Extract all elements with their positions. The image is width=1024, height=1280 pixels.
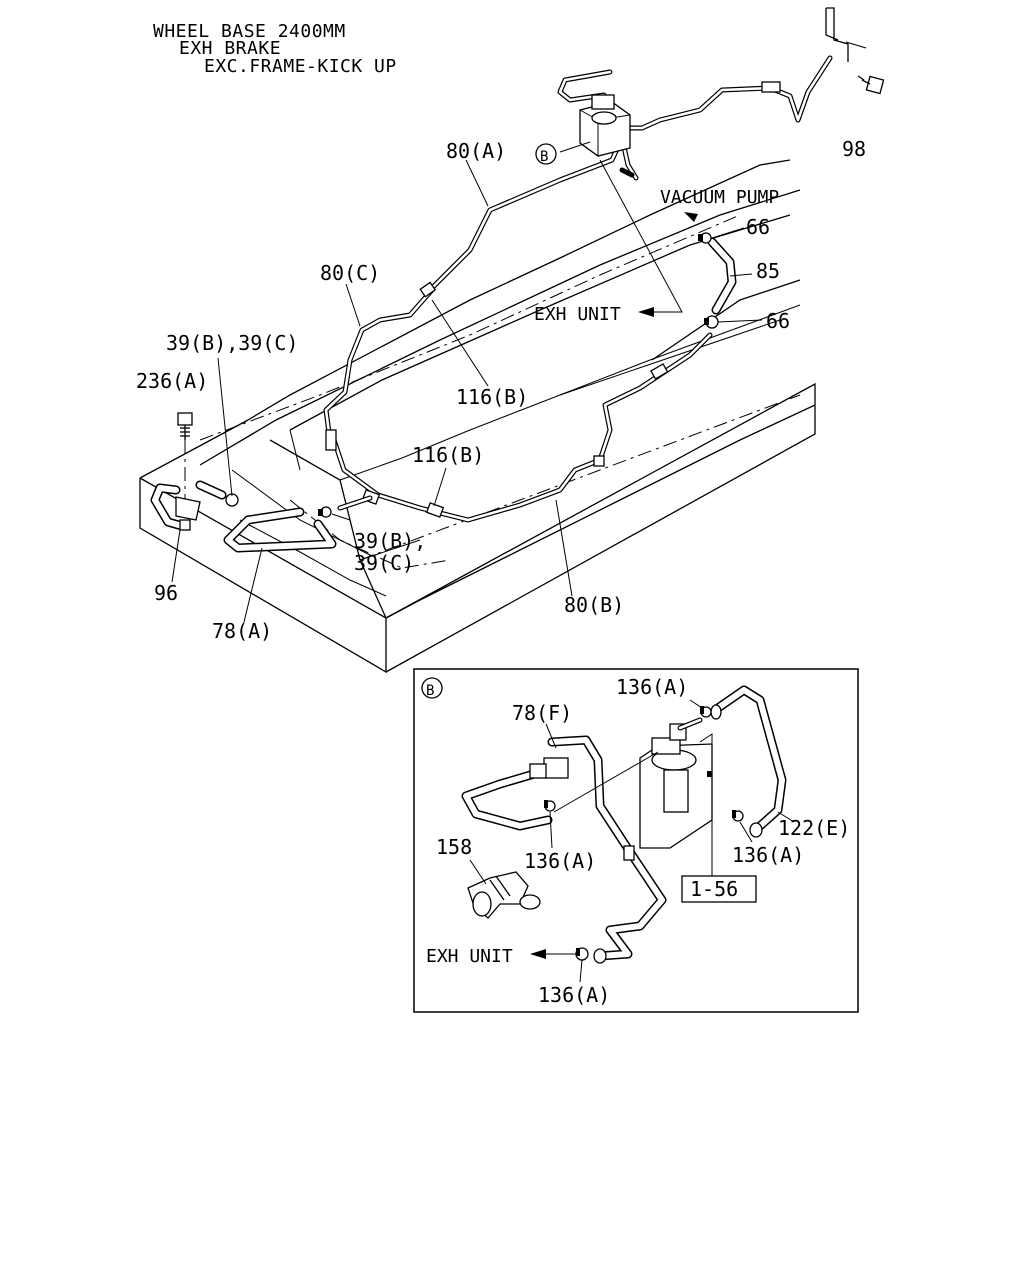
label-80b: 80(B) bbox=[564, 593, 624, 617]
detail-label-136a-mid: 136(A) bbox=[524, 849, 596, 873]
detail-ref-1-56: 1-56 bbox=[690, 877, 738, 901]
vacuum-valve-unit bbox=[579, 94, 635, 178]
label-39c-lower: 39(C) bbox=[354, 551, 414, 575]
header-line-1: WHEEL BASE 2400MM bbox=[153, 21, 346, 42]
frame-outline bbox=[139, 159, 816, 674]
label-85: 85 bbox=[756, 259, 780, 283]
marker-b-main: B bbox=[540, 149, 548, 165]
detail-label-122e: 122(E) bbox=[778, 816, 850, 840]
label-39b-lower: 39(B), bbox=[354, 529, 426, 553]
label-66-top: 66 bbox=[746, 215, 770, 239]
label-80a: 80(A) bbox=[446, 139, 506, 163]
hose-85 bbox=[707, 237, 737, 315]
detail-label-136a-top: 136(A) bbox=[616, 675, 688, 699]
header-line-3: EXC.FRAME-KICK UP bbox=[204, 56, 397, 77]
bolt-236a bbox=[177, 412, 193, 508]
vacuum-pipe-80c bbox=[323, 287, 435, 443]
label-78a: 78(A) bbox=[212, 619, 272, 643]
small-pipe-lower bbox=[337, 495, 373, 511]
label-236a: 236(A) bbox=[136, 369, 208, 393]
label-39bc-top: 39(B),39(C) bbox=[166, 331, 298, 355]
diagram-header: WHEEL BASE 2400MM EXH BRAKE EXC.FRAME-KI… bbox=[153, 21, 397, 77]
leader-lines bbox=[171, 141, 763, 623]
bolt-98 bbox=[857, 75, 885, 95]
clip-66-top bbox=[698, 232, 712, 244]
label-116b-upper: 116(B) bbox=[456, 385, 528, 409]
label-96: 96 bbox=[154, 581, 178, 605]
detail-label-136a-right: 136(A) bbox=[732, 843, 804, 867]
detail-label-136a-bottom: 136(A) bbox=[538, 983, 610, 1007]
label-116b-lower: 116(B) bbox=[412, 443, 484, 467]
label-98: 98 bbox=[842, 137, 866, 161]
detail-label-158: 158 bbox=[436, 835, 472, 859]
label-exh-unit-main: EXH UNIT bbox=[534, 304, 621, 325]
vacuum-pipe-80a bbox=[427, 135, 625, 293]
connector-96 bbox=[150, 483, 201, 531]
vacuum-pipe-80b bbox=[331, 332, 713, 523]
clip-66-bottom bbox=[704, 315, 719, 329]
label-66-bottom: 66 bbox=[766, 309, 790, 333]
detail-label-78f: 78(F) bbox=[512, 701, 572, 725]
detail-b-panel: B bbox=[413, 668, 859, 1013]
clip-39bc-lower bbox=[318, 506, 332, 518]
hose-78a bbox=[195, 480, 337, 553]
label-80c: 80(C) bbox=[320, 261, 380, 285]
mount-bracket bbox=[825, 7, 867, 62]
detail-label-exh-unit: EXH UNIT bbox=[426, 946, 513, 967]
detail-b-marker: B bbox=[426, 683, 434, 699]
main-part-labels: 98 80(A) B VACUUM PUMP 66 85 66 EXH UNIT… bbox=[136, 137, 866, 643]
label-vacuum-pump: VACUUM PUMP bbox=[660, 187, 779, 208]
header-line-2: EXH BRAKE bbox=[179, 38, 281, 59]
